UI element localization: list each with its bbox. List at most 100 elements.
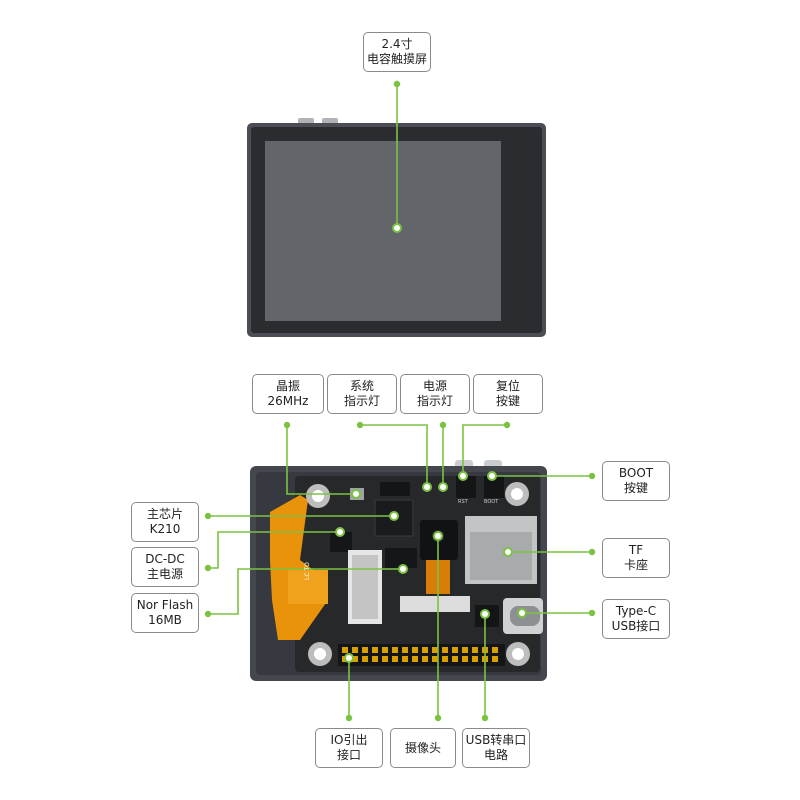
leader-nor-flash-dot: [204, 610, 212, 618]
header-pin: [432, 647, 438, 653]
leader-power-led-target: [438, 482, 448, 492]
label-screen: 2.4寸 电容触摸屏: [363, 32, 431, 72]
label-reset-key: 复位 按键: [473, 374, 543, 414]
header-pin: [462, 656, 468, 662]
leader-screen: [392, 80, 402, 233]
header-pin: [362, 656, 368, 662]
leader-tf-slot: [503, 547, 596, 557]
board-module: [250, 460, 547, 681]
header-pin: [392, 656, 398, 662]
label-io-port: IO引出 接口: [315, 728, 383, 768]
leader-main-chip-dot: [204, 512, 212, 520]
label-sys-led: 系统 指示灯: [327, 374, 397, 414]
label-main-chip-line2: K210: [149, 522, 181, 536]
label-typec: Type-C USB接口: [602, 599, 670, 639]
header-pin: [402, 647, 408, 653]
label-usb-serial-line2: 电路: [483, 748, 508, 762]
leader-camera-dot: [434, 714, 442, 722]
header-pin: [442, 647, 448, 653]
header-pin: [492, 656, 498, 662]
leader-main-chip-target: [389, 511, 399, 521]
label-boot-key: BOOT 按键: [602, 461, 670, 501]
leader-boot-key-target: [487, 471, 497, 481]
lcd-display: [265, 141, 501, 321]
header-pin: [352, 656, 358, 662]
label-tf-slot: TF 卡座: [602, 538, 670, 578]
leader-reset-key: [458, 421, 511, 481]
small-chip: [385, 548, 417, 568]
flash-chip-top: [380, 482, 410, 496]
label-power-led-line1: 电源: [422, 379, 447, 393]
label-reset-key-line2: 按键: [495, 394, 520, 408]
lcd-connector-inner: [352, 555, 378, 619]
label-nor-flash: Nor Flash 16MB: [131, 593, 199, 633]
header-pin: [432, 656, 438, 662]
fpc-ribbon-fold: [288, 570, 328, 604]
leader-camera: [433, 531, 443, 722]
mount-hole-tl: [306, 484, 330, 508]
header-pin: [422, 656, 428, 662]
header-pin: [402, 656, 408, 662]
leader-crystal-line: [286, 425, 356, 495]
header-pin: [412, 656, 418, 662]
label-usb-serial: USB转串口 电路: [462, 728, 530, 768]
label-io-port-line1: IO引出: [330, 733, 368, 747]
leader-usb-serial-target: [480, 609, 490, 619]
header-pin: [412, 647, 418, 653]
label-reset-key-line1: 复位: [495, 379, 520, 393]
leader-typec: [517, 608, 596, 618]
label-nor-flash-line2: 16MB: [148, 613, 182, 627]
label-camera-line1: 摄像头: [404, 740, 441, 755]
label-sys-led-line2: 指示灯: [343, 394, 380, 408]
leader-screen-dot: [393, 80, 401, 88]
leader-sys-led-line: [360, 424, 428, 487]
leader-sys-led-dot: [356, 421, 364, 429]
mount-hole-bl: [308, 642, 332, 666]
header-pin: [362, 647, 368, 653]
leader-reset-key-line: [462, 424, 507, 476]
header-pin: [372, 656, 378, 662]
header-pin: [382, 656, 388, 662]
leader-io-port-dot: [345, 714, 353, 722]
header-pin: [462, 647, 468, 653]
label-dcdc-line2: 主电源: [146, 567, 183, 581]
silk-boot: BOOT: [484, 499, 499, 505]
header-pin: [472, 647, 478, 653]
leader-boot-key-dot: [588, 472, 596, 480]
silk-rst: RST: [458, 499, 468, 505]
header-pin: [352, 647, 358, 653]
label-power-led-line2: 指示灯: [416, 394, 453, 408]
leader-dcdc: [204, 527, 345, 572]
leader-power-led-dot: [439, 421, 447, 429]
label-boot-key-line2: 按键: [623, 481, 648, 495]
leader-sys-led: [356, 421, 432, 492]
tf-slot-inner: [470, 532, 532, 580]
label-dcdc: DC-DC 主电源: [131, 547, 199, 587]
boot-switch: [484, 476, 504, 498]
leader-usb-serial-dot: [481, 714, 489, 722]
leader-boot-key: [487, 471, 596, 481]
rst-switch: [456, 476, 476, 498]
leader-tf-slot-target: [503, 547, 513, 557]
leader-usb-serial: [480, 609, 490, 722]
leader-camera-target: [433, 531, 443, 541]
leader-power-led: [438, 421, 448, 492]
header-pin: [452, 656, 458, 662]
header-pin: [492, 647, 498, 653]
label-main-chip: 主芯片 K210: [131, 502, 199, 542]
leader-dcdc-target: [335, 527, 345, 537]
header-pin: [342, 647, 348, 653]
header-pin: [392, 647, 398, 653]
leader-lines: [204, 80, 596, 722]
label-dcdc-line1: DC-DC: [145, 552, 185, 566]
fpc-text: LC TO: [304, 562, 311, 580]
mount-hole-br: [506, 642, 530, 666]
leader-typec-target: [517, 608, 527, 618]
header-pin: [442, 656, 448, 662]
label-boot-key-line1: BOOT: [618, 466, 654, 480]
leader-io-port-target: [344, 653, 354, 663]
label-crystal-line1: 晶振: [275, 379, 300, 393]
label-screen-line1: 2.4寸: [381, 37, 413, 51]
